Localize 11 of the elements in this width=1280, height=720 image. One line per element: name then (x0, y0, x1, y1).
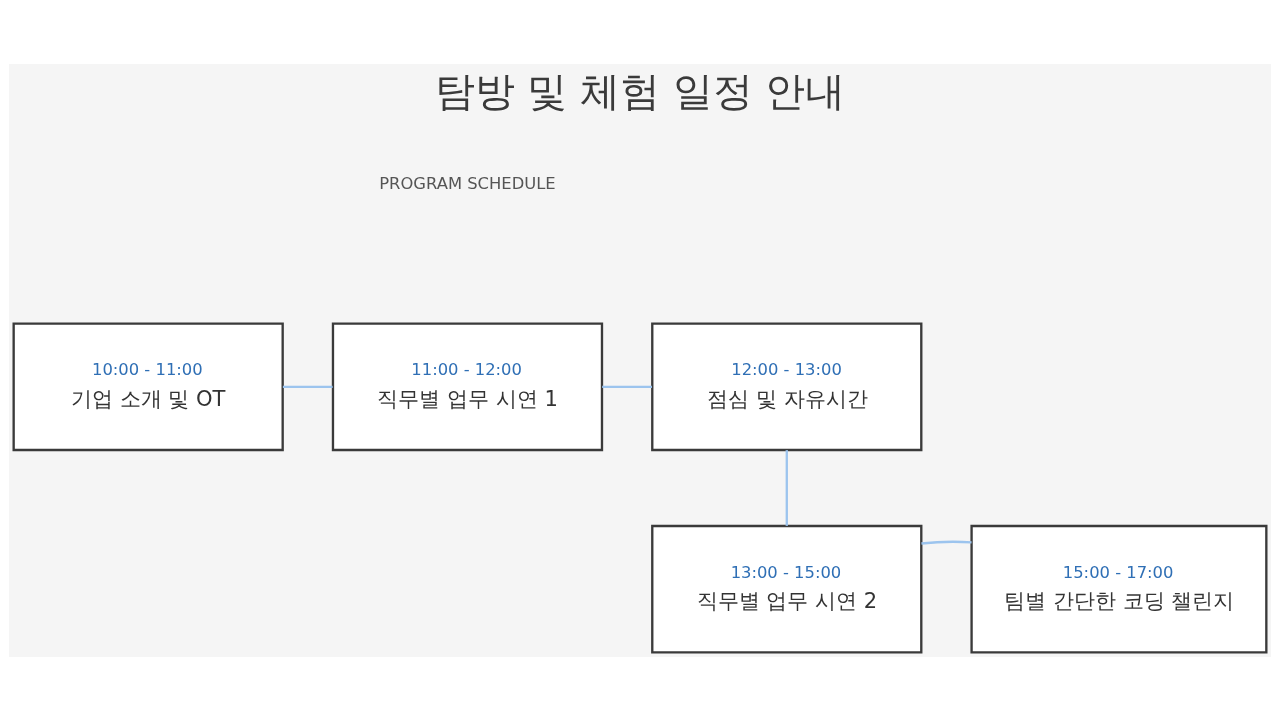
node-box: 12:00 - 13:00 점심 및 자유시간 (651, 322, 923, 451)
node-box: 13:00 - 15:00 직무별 업무 시연 2 (651, 524, 923, 653)
node-box: 10:00 - 11:00 기업 소개 및 OT (12, 322, 284, 451)
label: PROGRAM SCHEDULE (379, 173, 556, 193)
connector (921, 540, 972, 545)
diagram-title: 탐방 및 체험 일정 안내 (434, 67, 846, 114)
connector (785, 449, 788, 526)
node-box: 15:00 - 17:00 팀별 간단한 코딩 챌린지 (970, 524, 1268, 653)
connector (602, 385, 652, 388)
connector (282, 385, 333, 388)
node-box: 11:00 - 12:00 직무별 업무 시연 1 (331, 322, 604, 451)
